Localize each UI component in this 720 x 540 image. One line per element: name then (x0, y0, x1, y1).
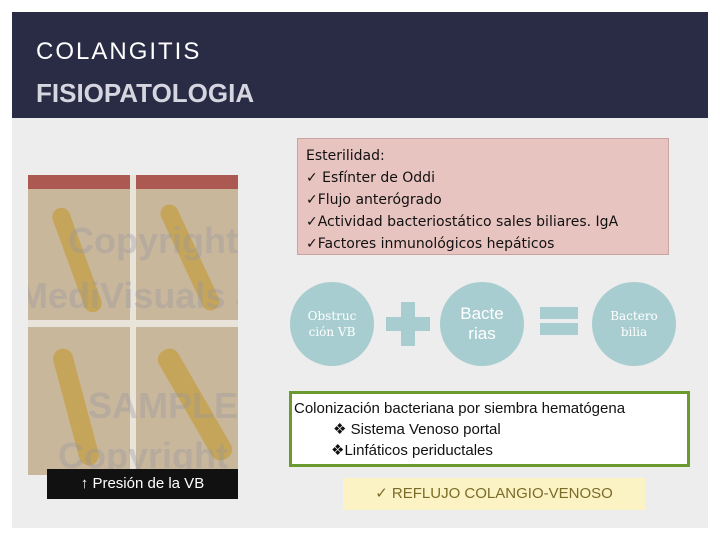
bacterobilia-label: Bactero bilia (607, 308, 662, 340)
sterility-item: ✓Flujo anterógrado (306, 189, 660, 211)
bacteria-label: Bacte rias (457, 304, 507, 344)
watermark-text: MediVisuals SA (28, 275, 238, 317)
colonization-box: Colonización bacteriana por siembra hema… (289, 391, 690, 467)
sterility-box: Esterilidad: ✓ Esfínter de Oddi ✓Flujo a… (297, 138, 669, 255)
panel-stripe (28, 175, 130, 189)
equals-icon (540, 307, 578, 319)
medical-illustration: Copyright MediVisuals SA SAMPLE Copyrigh… (28, 175, 238, 475)
watermark-text: Copyright (68, 220, 238, 262)
slide-title: COLANGITIS (36, 38, 201, 66)
plus-icon (386, 317, 430, 331)
sterility-item: ✓Actividad bacteriostático sales biliare… (306, 211, 660, 233)
pressure-label: ↑ Presión de la VB (47, 469, 238, 499)
sterility-item: ✓Factores inmunológicos hepáticos (306, 233, 660, 255)
equals-icon (540, 323, 578, 335)
bacterobilia-circle: Bactero bilia (592, 282, 676, 366)
reflux-label: ✓ REFLUJO COLANGIO-VENOSO (343, 478, 645, 510)
colonization-item: ❖ Sistema Venoso portal (294, 419, 685, 440)
bacteria-circle: Bacte rias (440, 282, 524, 366)
sterility-heading: Esterilidad: (306, 145, 660, 167)
header-bar: COLANGITIS FISIOPATOLOGIA (12, 12, 708, 118)
slide-subtitle: FISIOPATOLOGIA (36, 78, 254, 109)
obstruction-label: Obstruc ción VB (302, 308, 362, 340)
colonization-item: ❖Linfáticos periductales (294, 440, 685, 461)
sterility-item: ✓ Esfínter de Oddi (306, 167, 660, 189)
colonization-title: Colonización bacteriana por siembra hema… (294, 398, 685, 419)
panel-stripe (136, 175, 238, 189)
watermark-text: SAMPLE (88, 385, 238, 427)
obstruction-circle: Obstruc ción VB (290, 282, 374, 366)
